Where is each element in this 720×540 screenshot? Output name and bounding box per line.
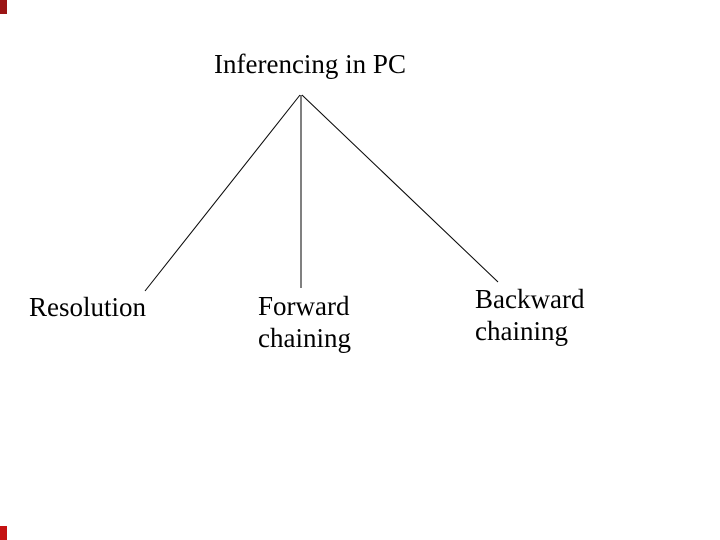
red-edge-artifact-top <box>0 0 7 14</box>
node-forward-chaining-line2: chaining <box>258 323 351 353</box>
edge-root-to-backward-chaining <box>301 94 499 283</box>
edge-root-to-resolution <box>144 94 301 292</box>
node-backward-chaining-label: Backward chaining <box>475 283 584 347</box>
root-node-label: Inferencing in PC <box>214 49 406 79</box>
node-forward-chaining-label: Forward chaining <box>258 290 351 354</box>
node-forward-chaining-line1: Forward <box>258 291 350 321</box>
node-resolution-label: Resolution <box>29 292 147 322</box>
node-backward-chaining-line2: chaining <box>475 316 568 346</box>
node-backward-chaining-line1: Backward <box>475 284 585 314</box>
red-edge-artifact-bottom <box>0 526 7 540</box>
